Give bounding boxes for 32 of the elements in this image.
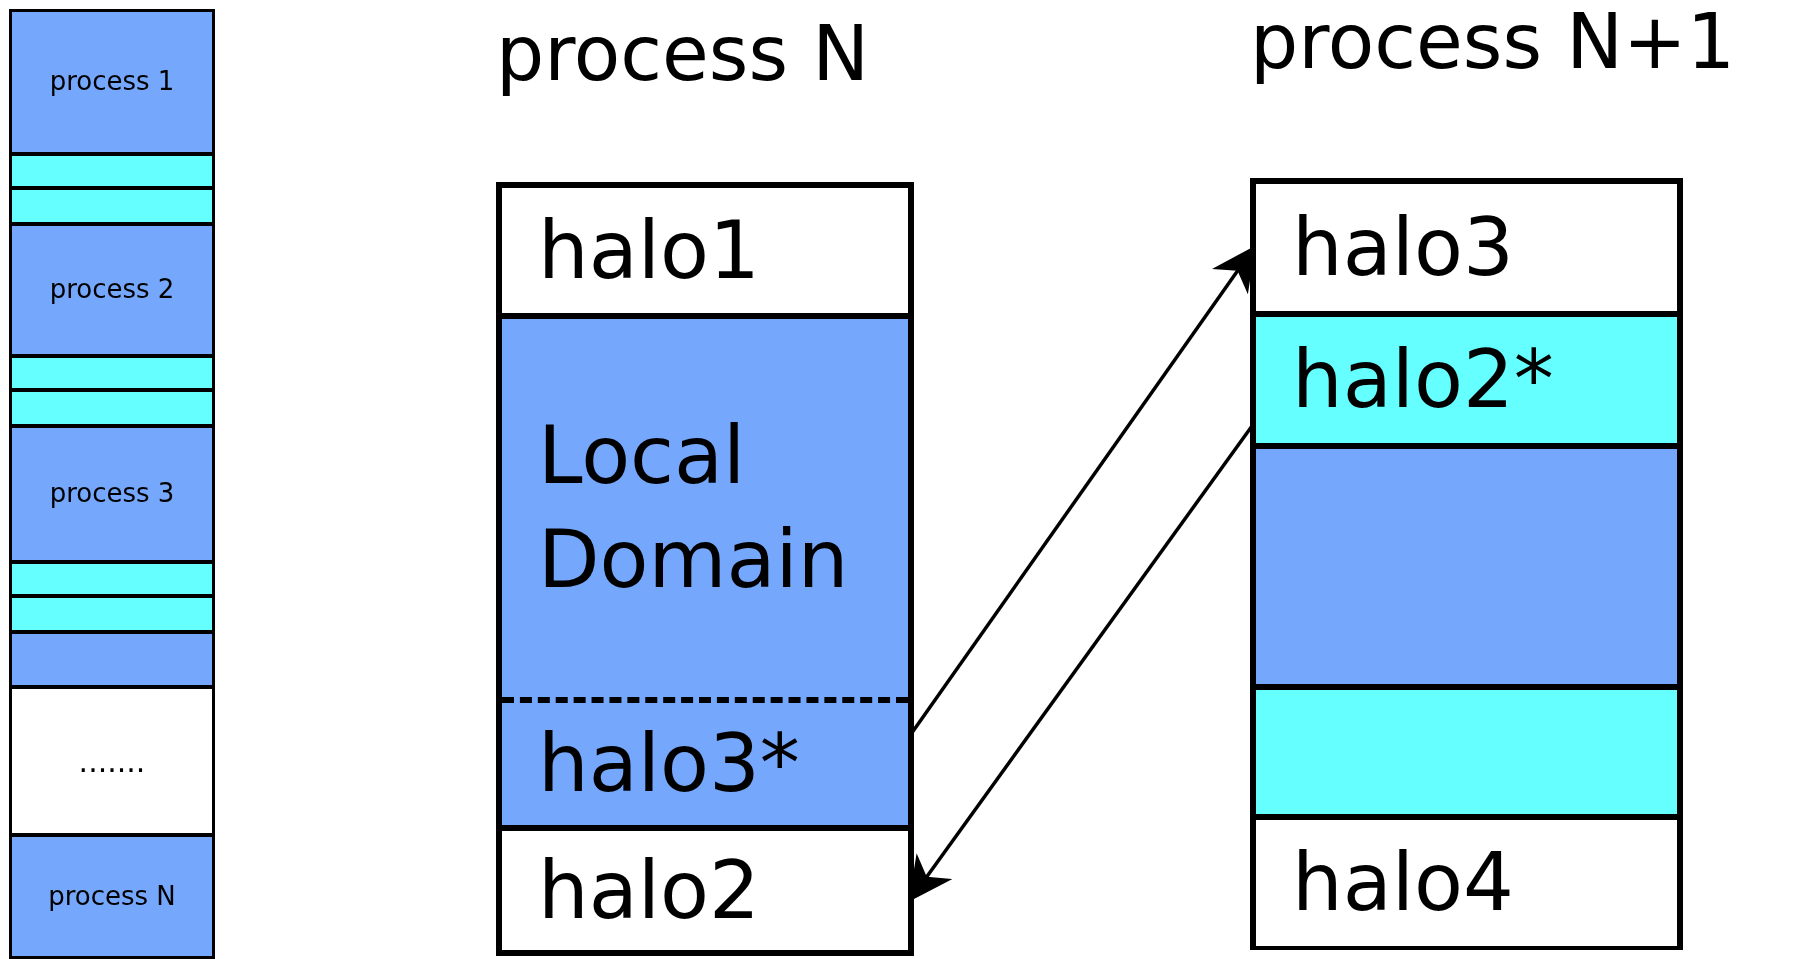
block-label: process 2 bbox=[49, 273, 175, 307]
column-title: process N+1 bbox=[1250, 0, 1736, 84]
block-label: halo3* bbox=[538, 716, 800, 812]
memory-block bbox=[1256, 684, 1677, 814]
block-label: Local Domain bbox=[538, 408, 850, 608]
column-title: process N bbox=[496, 12, 870, 96]
memory-block bbox=[9, 9, 215, 155]
memory-block bbox=[9, 834, 215, 959]
memory-block bbox=[9, 355, 215, 391]
memory-block bbox=[1256, 311, 1677, 443]
memory-block bbox=[9, 153, 215, 189]
memory-block bbox=[9, 561, 215, 597]
memory-block bbox=[1256, 443, 1677, 684]
block-label: halo3 bbox=[1292, 199, 1514, 296]
block-label: process N bbox=[48, 879, 176, 913]
memory-block bbox=[1256, 814, 1677, 946]
memory-block bbox=[9, 595, 215, 633]
block-label: ....... bbox=[78, 742, 146, 781]
memory-block bbox=[502, 313, 908, 697]
block-label: halo2* bbox=[1292, 332, 1554, 428]
memory-block bbox=[502, 697, 908, 825]
memory-block bbox=[9, 389, 215, 427]
memory-block bbox=[9, 631, 215, 688]
memory-block bbox=[9, 223, 215, 357]
memory-block bbox=[9, 425, 215, 563]
block-label: halo4 bbox=[1292, 835, 1514, 931]
block-label: process 1 bbox=[49, 65, 175, 99]
memory-block bbox=[9, 686, 215, 836]
block-label: process 3 bbox=[49, 477, 175, 511]
memory-block bbox=[9, 187, 215, 225]
block-label: halo1 bbox=[538, 202, 760, 299]
block-label: halo2 bbox=[538, 842, 760, 939]
